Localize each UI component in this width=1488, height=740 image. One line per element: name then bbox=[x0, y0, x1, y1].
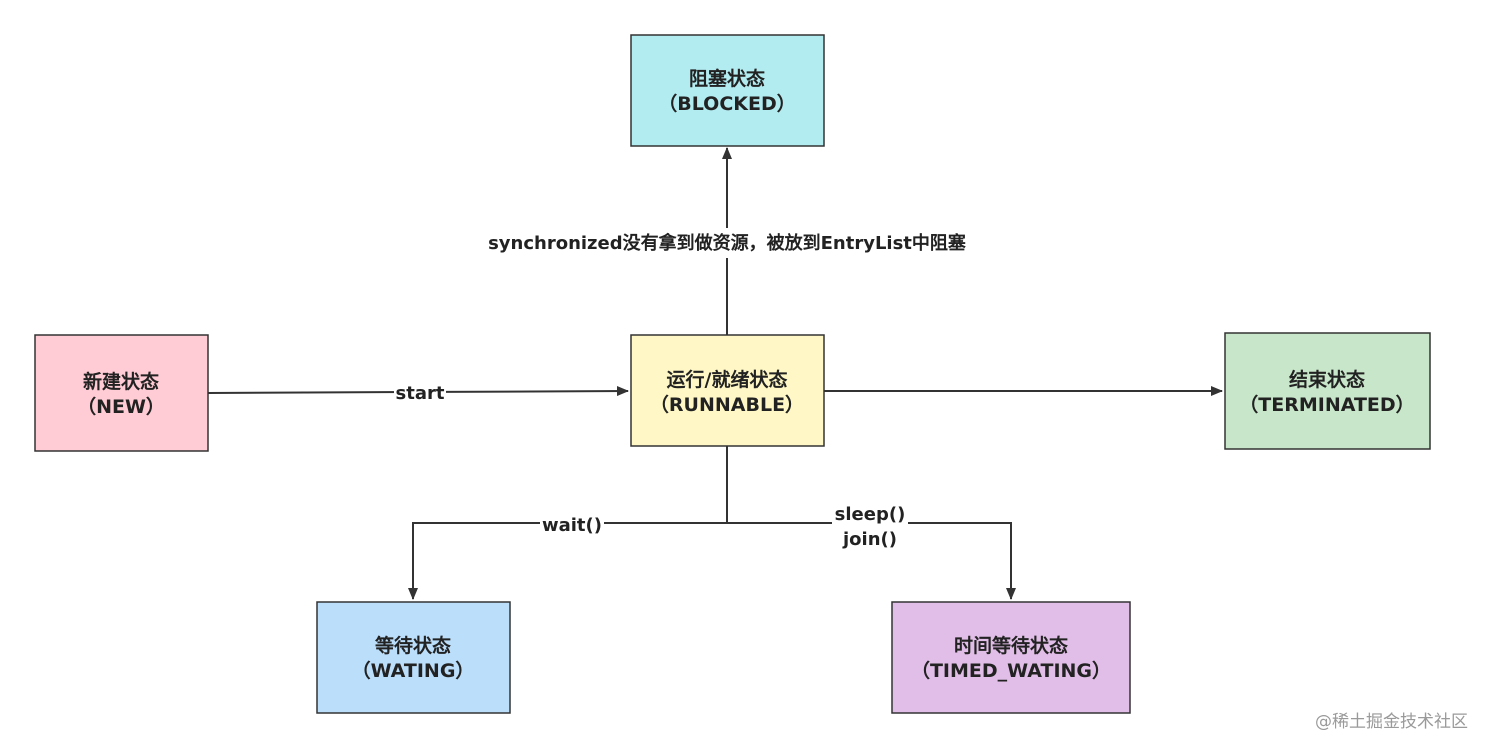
node-blocked-subtitle: （BLOCKED） bbox=[658, 92, 795, 115]
edge-runnable-to-waiting bbox=[408, 522, 727, 600]
node-new: 新建状态 （NEW） bbox=[34, 334, 209, 452]
start-label-bg bbox=[394, 380, 446, 406]
sleep-join-label-bg bbox=[832, 501, 908, 551]
node-runnable: 运行/就绪状态 （RUNNABLE） bbox=[630, 334, 825, 447]
watermark: @稀土掘金技术社区 bbox=[1315, 712, 1468, 732]
node-timed-waiting-subtitle: （TIMED_WATING） bbox=[911, 659, 1111, 682]
join-label: join() bbox=[842, 529, 897, 550]
node-new-title: 新建状态 bbox=[83, 370, 159, 393]
node-runnable-subtitle: （RUNNABLE） bbox=[650, 393, 804, 416]
node-timed-waiting: 时间等待状态 （TIMED_WATING） bbox=[891, 601, 1131, 714]
node-blocked-box bbox=[630, 34, 825, 147]
node-waiting: 等待状态 （WATING） bbox=[316, 601, 511, 714]
synchronized-label-bg bbox=[470, 228, 984, 258]
node-new-box bbox=[34, 334, 209, 452]
node-blocked: 阻塞状态 （BLOCKED） bbox=[630, 34, 825, 147]
node-new-subtitle: （NEW） bbox=[77, 395, 165, 418]
node-timed-waiting-title: 时间等待状态 bbox=[954, 634, 1068, 657]
wait-label: wait() bbox=[542, 515, 602, 536]
node-waiting-subtitle: （WATING） bbox=[352, 659, 475, 682]
wait-label-bg bbox=[540, 511, 604, 537]
node-runnable-box bbox=[630, 334, 825, 447]
node-runnable-title: 运行/就绪状态 bbox=[667, 368, 788, 391]
node-waiting-title: 等待状态 bbox=[374, 634, 451, 657]
edge-labels: start synchronized没有拿到做资源，被放到EntryList中阻… bbox=[394, 228, 984, 551]
node-terminated-box bbox=[1224, 332, 1431, 450]
node-waiting-box bbox=[316, 601, 511, 714]
node-terminated-subtitle: （TERMINATED） bbox=[1239, 393, 1414, 416]
start-label: start bbox=[396, 383, 445, 404]
node-timed-waiting-box bbox=[891, 601, 1131, 714]
node-terminated-title: 结束状态 bbox=[1289, 368, 1365, 391]
node-terminated: 结束状态 （TERMINATED） bbox=[1224, 332, 1431, 450]
sleep-label: sleep() bbox=[835, 504, 906, 525]
node-blocked-title: 阻塞状态 bbox=[689, 67, 765, 90]
edge-runnable-to-timed-waiting bbox=[727, 522, 1016, 600]
synchronized-label: synchronized没有拿到做资源，被放到EntryList中阻塞 bbox=[488, 232, 967, 254]
